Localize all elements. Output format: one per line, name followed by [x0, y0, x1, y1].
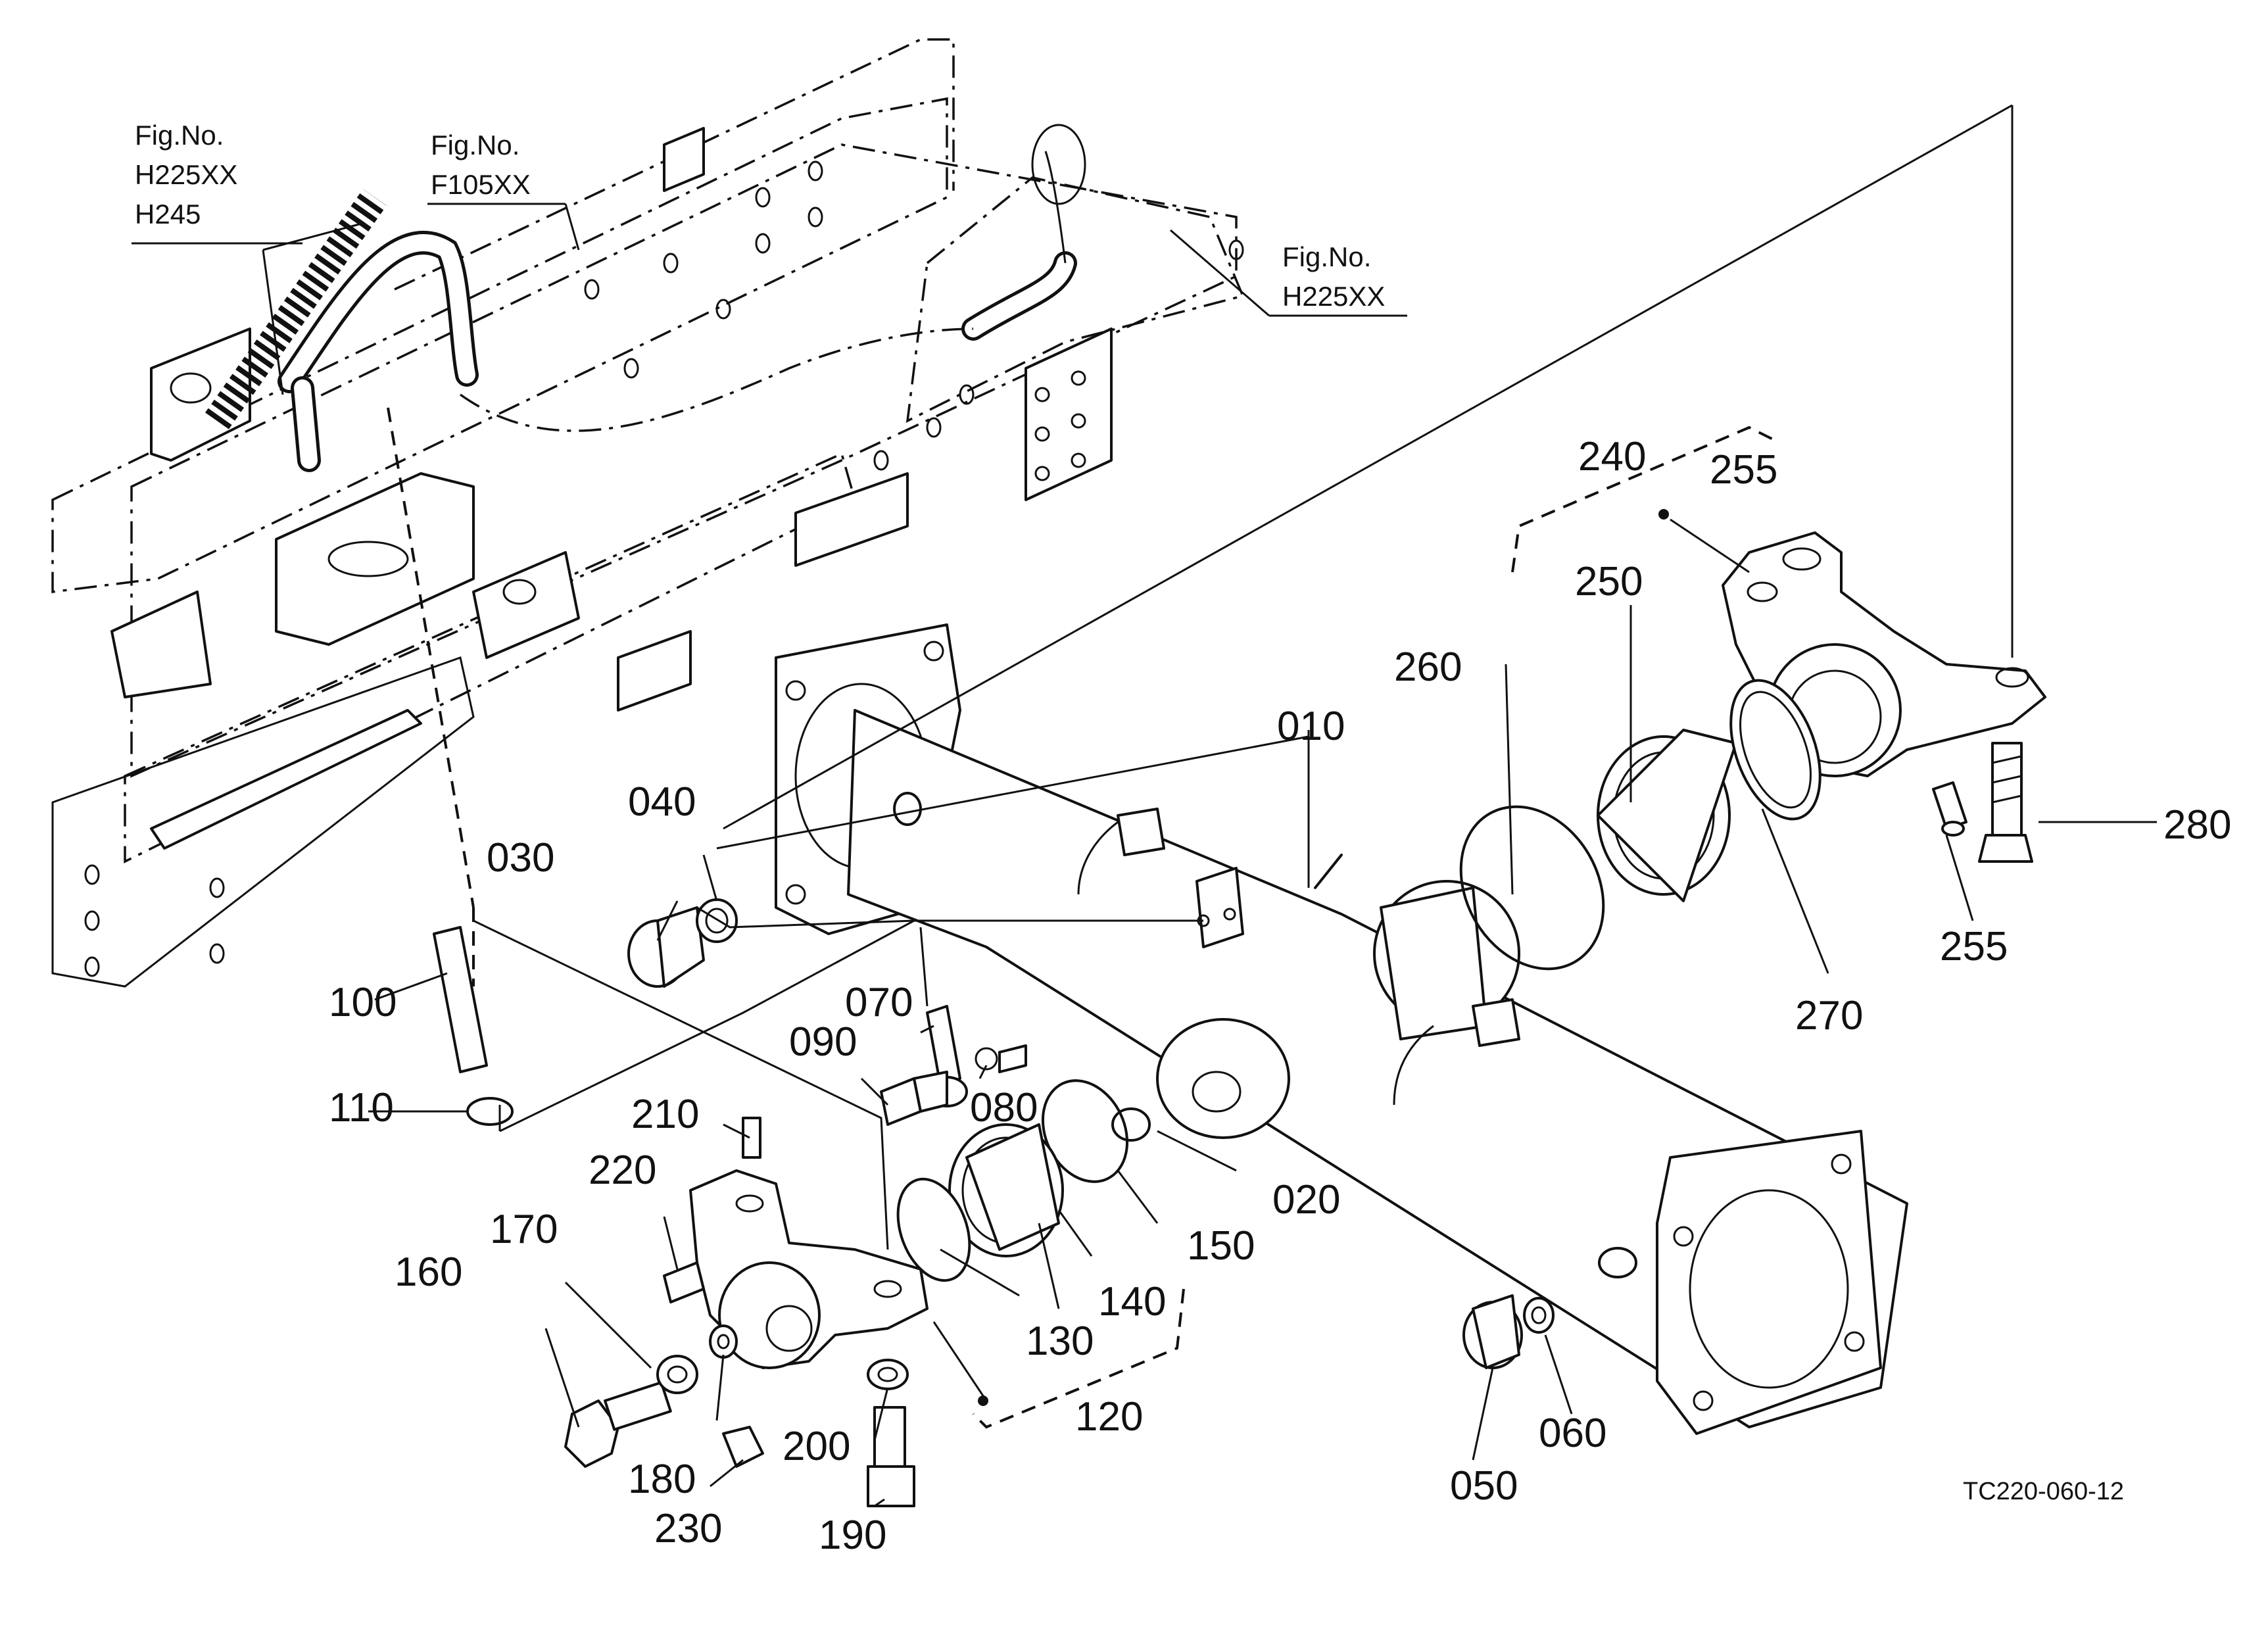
part-080-clip: [975, 1044, 1027, 1073]
callout-180: 180: [628, 1457, 696, 1502]
drawing-code: TC220-060-12: [1963, 1478, 2124, 1505]
assembly-dot-240: [1658, 509, 1669, 520]
callout-020: 020: [1272, 1177, 1340, 1223]
fig-ref-1-label: Fig.No.: [135, 120, 224, 151]
callout-140: 140: [1098, 1279, 1166, 1324]
callout-255-top: 255: [1710, 447, 1777, 493]
callout-110: 110: [329, 1085, 394, 1130]
breather-hoses: [205, 124, 1086, 472]
figure-reference-3: Fig.No. H225XX: [1282, 241, 1385, 312]
callout-150: 150: [1187, 1223, 1255, 1269]
part-040-seal-washer: [696, 898, 738, 943]
frame-assembly: [51, 38, 1245, 988]
part-280-bolt-right: [1978, 742, 2033, 863]
fig-ref-1-code-2: H245: [135, 199, 201, 230]
callout-160: 160: [395, 1250, 462, 1295]
callout-040: 040: [628, 779, 696, 825]
part-170-nut: [656, 1355, 698, 1394]
leader-lines: [132, 203, 2157, 1507]
callout-060: 060: [1539, 1411, 1606, 1456]
part-160-bolt: [564, 1381, 672, 1468]
assembly-bracket-120: [972, 1288, 1185, 1429]
part-100-hose: [433, 926, 488, 1073]
assembly-dot-120: [978, 1395, 988, 1406]
callout-100: 100: [329, 980, 397, 1025]
part-090-bolt: [880, 1071, 948, 1126]
callout-050: 050: [1450, 1463, 1518, 1509]
callout-210: 210: [631, 1092, 699, 1137]
callout-200: 200: [783, 1424, 850, 1469]
part-020-plug: [1111, 1107, 1151, 1142]
callout-030: 030: [487, 835, 554, 881]
part-255-grease-fitting-right: [1932, 781, 1967, 837]
callout-240: 240: [1578, 434, 1646, 479]
fig-ref-1-code-1: H225XX: [135, 159, 237, 190]
part-120-bracket-left: [689, 1169, 929, 1369]
callout-280: 280: [2163, 802, 2231, 848]
callout-220: 220: [589, 1148, 656, 1193]
callout-labels: 010 020 030 040 050 060 070 080 090 100 …: [329, 434, 2231, 1558]
callout-010: 010: [1277, 704, 1345, 749]
part-010-axle-housing: [775, 623, 1908, 1435]
callout-230: 230: [654, 1506, 722, 1551]
callout-090: 090: [789, 1019, 857, 1065]
callout-170: 170: [490, 1207, 558, 1252]
callout-190: 190: [819, 1513, 886, 1558]
assembly-guide-lines: [387, 104, 2014, 1250]
part-030-plug: [627, 906, 705, 988]
part-270-thrust-washer-right: [1729, 679, 1822, 821]
part-190-bolt: [867, 1406, 915, 1507]
callout-270: 270: [1795, 993, 1863, 1038]
part-260-o-ring-right: [1459, 805, 1605, 971]
callout-070: 070: [845, 980, 913, 1025]
part-050-drain-plug: [1462, 1294, 1523, 1369]
part-210-pin: [742, 1117, 761, 1159]
frame-holes: [84, 160, 1244, 977]
part-230-grease-fitting: [722, 1426, 764, 1468]
callout-250: 250: [1575, 559, 1643, 604]
fig-ref-3-code-1: H225XX: [1282, 281, 1385, 312]
assembly-bracket-240: [1511, 425, 1776, 573]
figure-reference-2: Fig.No. F105XX: [431, 130, 531, 200]
callout-130: 130: [1026, 1319, 1094, 1364]
callout-120: 120: [1075, 1394, 1143, 1440]
part-110-hose-clamp: [466, 1097, 514, 1126]
fig-ref-3-label: Fig.No.: [1282, 241, 1371, 272]
callout-080: 080: [970, 1085, 1038, 1130]
callout-260: 260: [1394, 644, 1462, 690]
part-140-bushing: [948, 1123, 1064, 1257]
part-200-washer: [867, 1359, 909, 1390]
part-250-bushing-right: [1597, 729, 1737, 902]
fig-ref-2-code-1: F105XX: [431, 169, 531, 200]
part-060-washer: [1523, 1297, 1555, 1334]
callout-255-bottom: 255: [1940, 924, 2008, 969]
figure-reference-1: Fig.No. H225XX H245: [135, 120, 237, 230]
part-220-grease-fitting: [663, 1261, 705, 1303]
fig-ref-2-label: Fig.No.: [431, 130, 519, 160]
part-180-washer: [709, 1324, 738, 1359]
